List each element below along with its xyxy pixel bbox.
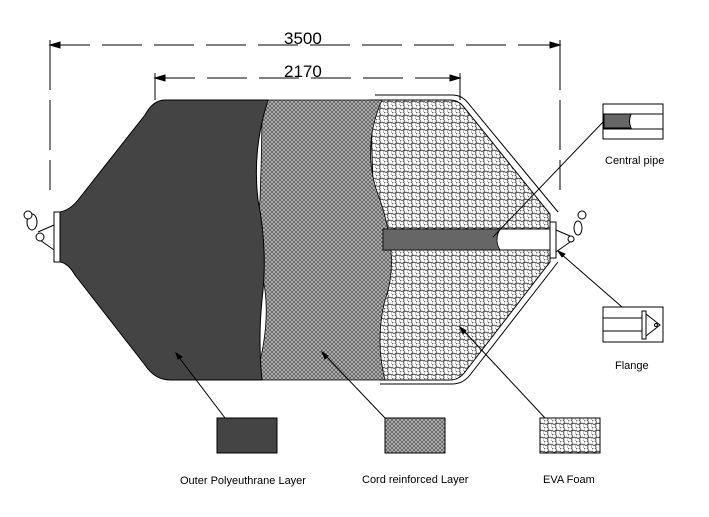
legend-label-cord: Cord reinforced Layer (362, 474, 469, 486)
legend-label-foam: EVA Foam (543, 474, 595, 486)
fender-outline (375, 94, 559, 385)
overall-length-label: 3500 (284, 29, 322, 48)
central-pipe (382, 228, 551, 251)
central-pipe-detail (602, 103, 664, 140)
central-pipe-label: Central pipe (605, 155, 665, 167)
dimension-body (153, 73, 462, 100)
legend-swatch-foam (539, 417, 601, 454)
flange-detail (602, 306, 664, 343)
body-length-label: 2170 (284, 62, 322, 81)
left-flange (23, 210, 61, 263)
legend-label-outer: Outer Polyeuthrane Layer (180, 475, 306, 487)
flange-label: Flange (615, 360, 649, 372)
dimension-overall (48, 40, 562, 190)
outer-polyurethane-layer (59, 99, 269, 381)
leader-lines (175, 121, 623, 419)
legend-swatch-outer (216, 417, 278, 454)
cord-reinforced-layer (254, 99, 392, 381)
legend-swatch-cord (384, 417, 446, 454)
right-flange (549, 210, 587, 259)
